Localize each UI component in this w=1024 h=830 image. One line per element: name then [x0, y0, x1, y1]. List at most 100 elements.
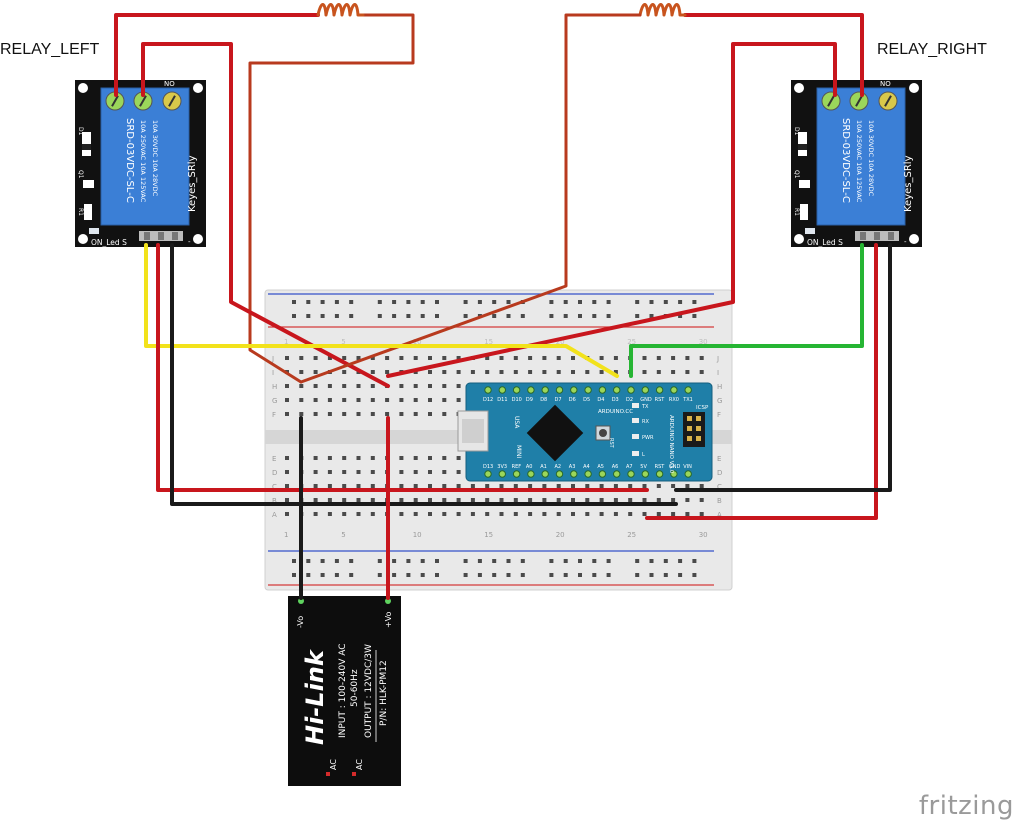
breadboard-hole [413, 512, 418, 516]
breadboard-hole [642, 370, 647, 374]
breadboard-hole [342, 484, 347, 488]
wire-right-common-to-coil [683, 13, 864, 97]
rail-hole [292, 300, 296, 304]
rail-hole [663, 573, 668, 577]
breadboard-hole [442, 370, 447, 374]
rail-hole [520, 314, 525, 318]
rail-hole [692, 300, 697, 304]
rail-hole [463, 559, 468, 563]
module-pin-pos-vo: +Vo [384, 611, 393, 628]
column-number-top: 25 [627, 338, 636, 346]
breadboard-hole [399, 512, 404, 516]
breadboard-hole [642, 356, 647, 360]
breadboard-hole [470, 498, 475, 502]
breadboard-hole [413, 498, 418, 502]
nano-pin-label-top: D3 [612, 397, 619, 403]
breadboard-hole [656, 370, 661, 374]
breadboard-hole [556, 498, 561, 502]
rail-hole [563, 300, 568, 304]
nano-pin-label-top: GND [640, 397, 652, 403]
rail-hole [606, 314, 611, 318]
nano-pin-bottom [512, 470, 521, 478]
rail-hole [492, 300, 497, 304]
rail-hole [663, 559, 668, 563]
diode-band [82, 144, 91, 150]
rail-hole [492, 559, 497, 563]
nano-label-rst: RST [608, 438, 614, 449]
breadboard-hole [313, 498, 318, 502]
row-letter-left: C [272, 483, 277, 491]
nano-label-mini: MINI [515, 445, 522, 458]
nano-pin-bottom [670, 470, 678, 478]
rail-hole [477, 559, 482, 563]
rail-hole [334, 300, 339, 304]
mounting-hole [909, 234, 919, 244]
breadboard-hole [656, 498, 661, 502]
rail-hole [692, 314, 697, 318]
rail-hole [477, 300, 482, 304]
rail-hole [320, 573, 325, 577]
breadboard-hole [571, 512, 575, 516]
breadboard-hole [456, 370, 461, 374]
breadboard-hole [327, 484, 332, 488]
nano-pin-bottom [498, 470, 506, 478]
breadboard-hole [699, 498, 704, 502]
icsp-pin [687, 416, 692, 421]
mounting-hole [193, 234, 203, 244]
nano-pin-bottom [584, 470, 592, 478]
breadboard-hole [313, 412, 318, 416]
breadboard-hole [356, 498, 361, 502]
breadboard-hole [342, 398, 347, 402]
transistor-q1-icon [799, 180, 810, 188]
rail-hole [578, 559, 582, 563]
rail-hole [678, 314, 683, 318]
breadboard-hole [428, 456, 432, 460]
wire-right-signal-green [629, 243, 864, 378]
breadboard-hole [399, 456, 404, 460]
nano-pin-label-top: D12 [483, 397, 493, 403]
breadboard-hole [656, 512, 661, 516]
rail-hole [392, 573, 397, 577]
nano-pin-top [512, 386, 521, 394]
nano-pin-label-bottom: A2 [555, 464, 562, 470]
rail-hole [292, 559, 296, 563]
breadboard-hole [642, 498, 647, 502]
nano-label-tx: TX [641, 404, 649, 410]
wire-right-coil-return [299, 13, 642, 384]
breadboard-hole [499, 498, 504, 502]
rail-hole [678, 300, 683, 304]
mounting-hole [794, 234, 804, 244]
mounting-hole [78, 234, 88, 244]
rail-hole [306, 314, 311, 318]
breadboard-hole [285, 498, 289, 502]
rail-hole [606, 573, 611, 577]
breadboard-hole [513, 498, 518, 502]
breadboard-hole [356, 398, 361, 402]
nano-pin-top [570, 386, 578, 394]
header-pin [860, 232, 866, 240]
rail-hole [506, 300, 511, 304]
rail-hole [420, 300, 425, 304]
nano-pin-label-bottom: A3 [569, 464, 576, 470]
breadboard-hole [671, 356, 676, 360]
nano-pin-label-top: D2 [626, 397, 633, 403]
breadboard-hole [613, 498, 618, 502]
resistor-r1-icon [800, 204, 808, 220]
column-number-bottom: 1 [284, 531, 288, 539]
breadboard-hole [385, 370, 390, 374]
breadboard-hole [327, 470, 332, 474]
breadboard-hole [285, 384, 289, 388]
breadboard-hole [513, 512, 518, 516]
breadboard-hole [313, 470, 318, 474]
nano-pin-label-bottom: 5V [640, 464, 647, 470]
breadboard-hole [356, 470, 361, 474]
header-pin [874, 232, 880, 240]
relay-model-text: SRD-03VDC-SL-C [840, 118, 851, 203]
breadboard-hole [313, 398, 318, 402]
breadboard-hole [628, 512, 633, 516]
breadboard-hole [456, 512, 461, 516]
column-number-top: 10 [413, 338, 422, 346]
icsp-header [683, 412, 705, 447]
breadboard-hole [513, 356, 518, 360]
